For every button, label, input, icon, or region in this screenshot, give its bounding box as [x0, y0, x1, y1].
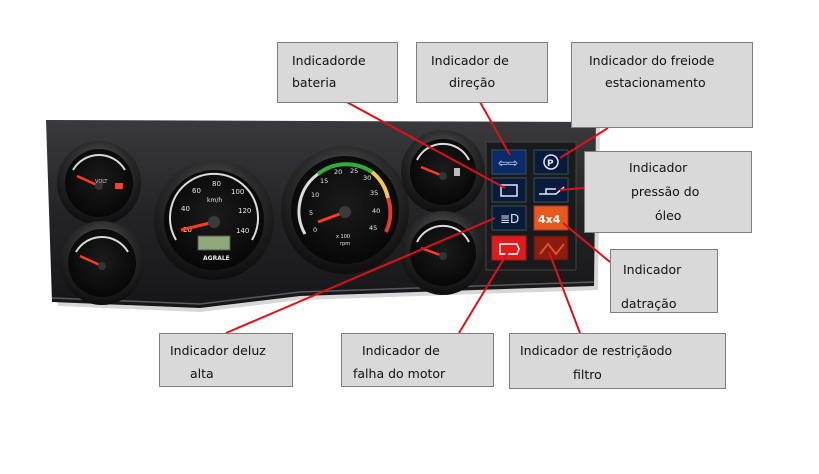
callout-engine-fault-line1: Indicador de	[362, 343, 440, 358]
traction-lamp-text: 4x4	[538, 213, 561, 226]
tach-tick: 5	[309, 209, 313, 217]
callout-battery-line2: bateria	[292, 75, 337, 90]
parking-brake-lamp	[533, 149, 569, 175]
tach-tick: 10	[311, 191, 319, 199]
high-beam-lamp	[491, 205, 527, 231]
callout-high-beam-line1: Indicador deluz	[170, 343, 266, 358]
fuel-gauge	[401, 130, 485, 214]
callout-oil-pressure-line2: pressão do	[631, 184, 700, 199]
engine-icon	[499, 243, 520, 255]
parking-brake-icon	[543, 154, 559, 170]
tach-tick: 40	[372, 207, 380, 215]
speed-tick: 20	[183, 226, 192, 234]
tach-tick: 45	[369, 224, 377, 232]
callout-parking-brake-line1: Indicador do freiode	[589, 53, 715, 68]
callout-filter-line2: filtro	[573, 367, 602, 382]
battery-lamp	[491, 177, 527, 203]
high-beam-icon: ≣D	[500, 212, 519, 226]
temperature-gauge-left	[60, 221, 144, 305]
speedometer-brand: AGRALE	[203, 255, 230, 262]
callout-filter-line1: Indicador de restriçãodo	[520, 343, 673, 358]
tachometer-unit: x 100	[336, 234, 350, 240]
callout-high-beam-indicator: Indicador deluz alta	[159, 333, 293, 387]
callout-oil-pressure-indicator: Indicador pressão do óleo	[584, 151, 752, 233]
voltmeter-label: VOLT	[95, 179, 108, 185]
battery-icon	[500, 184, 518, 197]
callout-traction-indicator: Indicador datração	[610, 249, 718, 313]
leader-line-battery	[342, 99, 506, 189]
callout-parking-brake-line2: estacionamento	[605, 75, 706, 90]
callout-direction-line2: direção	[449, 75, 496, 90]
callout-direction-indicator: Indicador de direção	[416, 42, 548, 103]
leader-line-oil-pressure	[559, 187, 585, 191]
callout-traction-line2: datração	[621, 296, 677, 311]
callout-direction-line1: Indicador de	[431, 53, 509, 68]
speedometer-unit: km/h	[207, 197, 222, 204]
tachometer-gauge: 0 5 10 15 20 25 30 35 40 45 x 100 rpm	[281, 146, 409, 274]
speedometer-gauge: 20 40 60 80 100 120 140 km/h AGRALE	[154, 160, 274, 280]
filter-icon	[539, 242, 565, 256]
callout-oil-pressure-line3: óleo	[655, 208, 682, 223]
speed-tick: 100	[231, 188, 244, 196]
callout-engine-fault-line2: falha do motor	[353, 366, 446, 381]
callout-battery-line1: Indicadorde	[292, 53, 366, 68]
voltmeter-gauge: VOLT	[57, 141, 141, 225]
leader-line-engine-fault	[458, 251, 509, 334]
tach-tick: 20	[334, 168, 342, 176]
traction-lamp	[533, 205, 569, 231]
tach-tick: 30	[363, 174, 371, 182]
leader-line-direction	[479, 101, 511, 156]
callout-oil-pressure-line1: Indicador	[629, 160, 688, 175]
speed-tick: 80	[212, 180, 221, 188]
leader-line-high-beam	[225, 217, 496, 334]
engine-fault-lamp	[491, 235, 527, 261]
turn-signal-icon: ⇦⇨	[498, 156, 518, 170]
tachometer-unit-rpm: rpm	[340, 241, 350, 247]
svg-text:P: P	[547, 159, 554, 169]
indicator-lamp-block: ⇦⇨ P ≣D 4x4	[485, 141, 577, 271]
leader-lines	[225, 99, 611, 334]
callout-traction-line1: Indicador	[623, 262, 682, 277]
callout-battery-indicator: Indicadorde bateria	[277, 42, 398, 103]
tach-tick: 35	[370, 189, 378, 197]
callout-filter-restriction-indicator: Indicador de restriçãodo filtro	[509, 333, 726, 389]
callout-parking-brake-indicator: Indicador do freiode estacionamento	[571, 42, 753, 128]
leader-line-filter	[548, 251, 581, 334]
speed-tick: 60	[192, 187, 201, 195]
tach-tick: 15	[320, 177, 328, 185]
callout-engine-fault-indicator: Indicador de falha do motor	[341, 333, 494, 387]
speed-tick: 120	[238, 207, 251, 215]
leader-line-traction	[562, 222, 611, 263]
leader-line-parking-brake	[559, 127, 609, 159]
speed-tick: 140	[236, 227, 249, 235]
odometer-display	[197, 235, 231, 251]
tach-tick: 0	[313, 226, 317, 234]
callout-high-beam-line2: alta	[190, 366, 214, 381]
tach-tick: 25	[350, 167, 358, 175]
speed-tick: 40	[181, 205, 190, 213]
